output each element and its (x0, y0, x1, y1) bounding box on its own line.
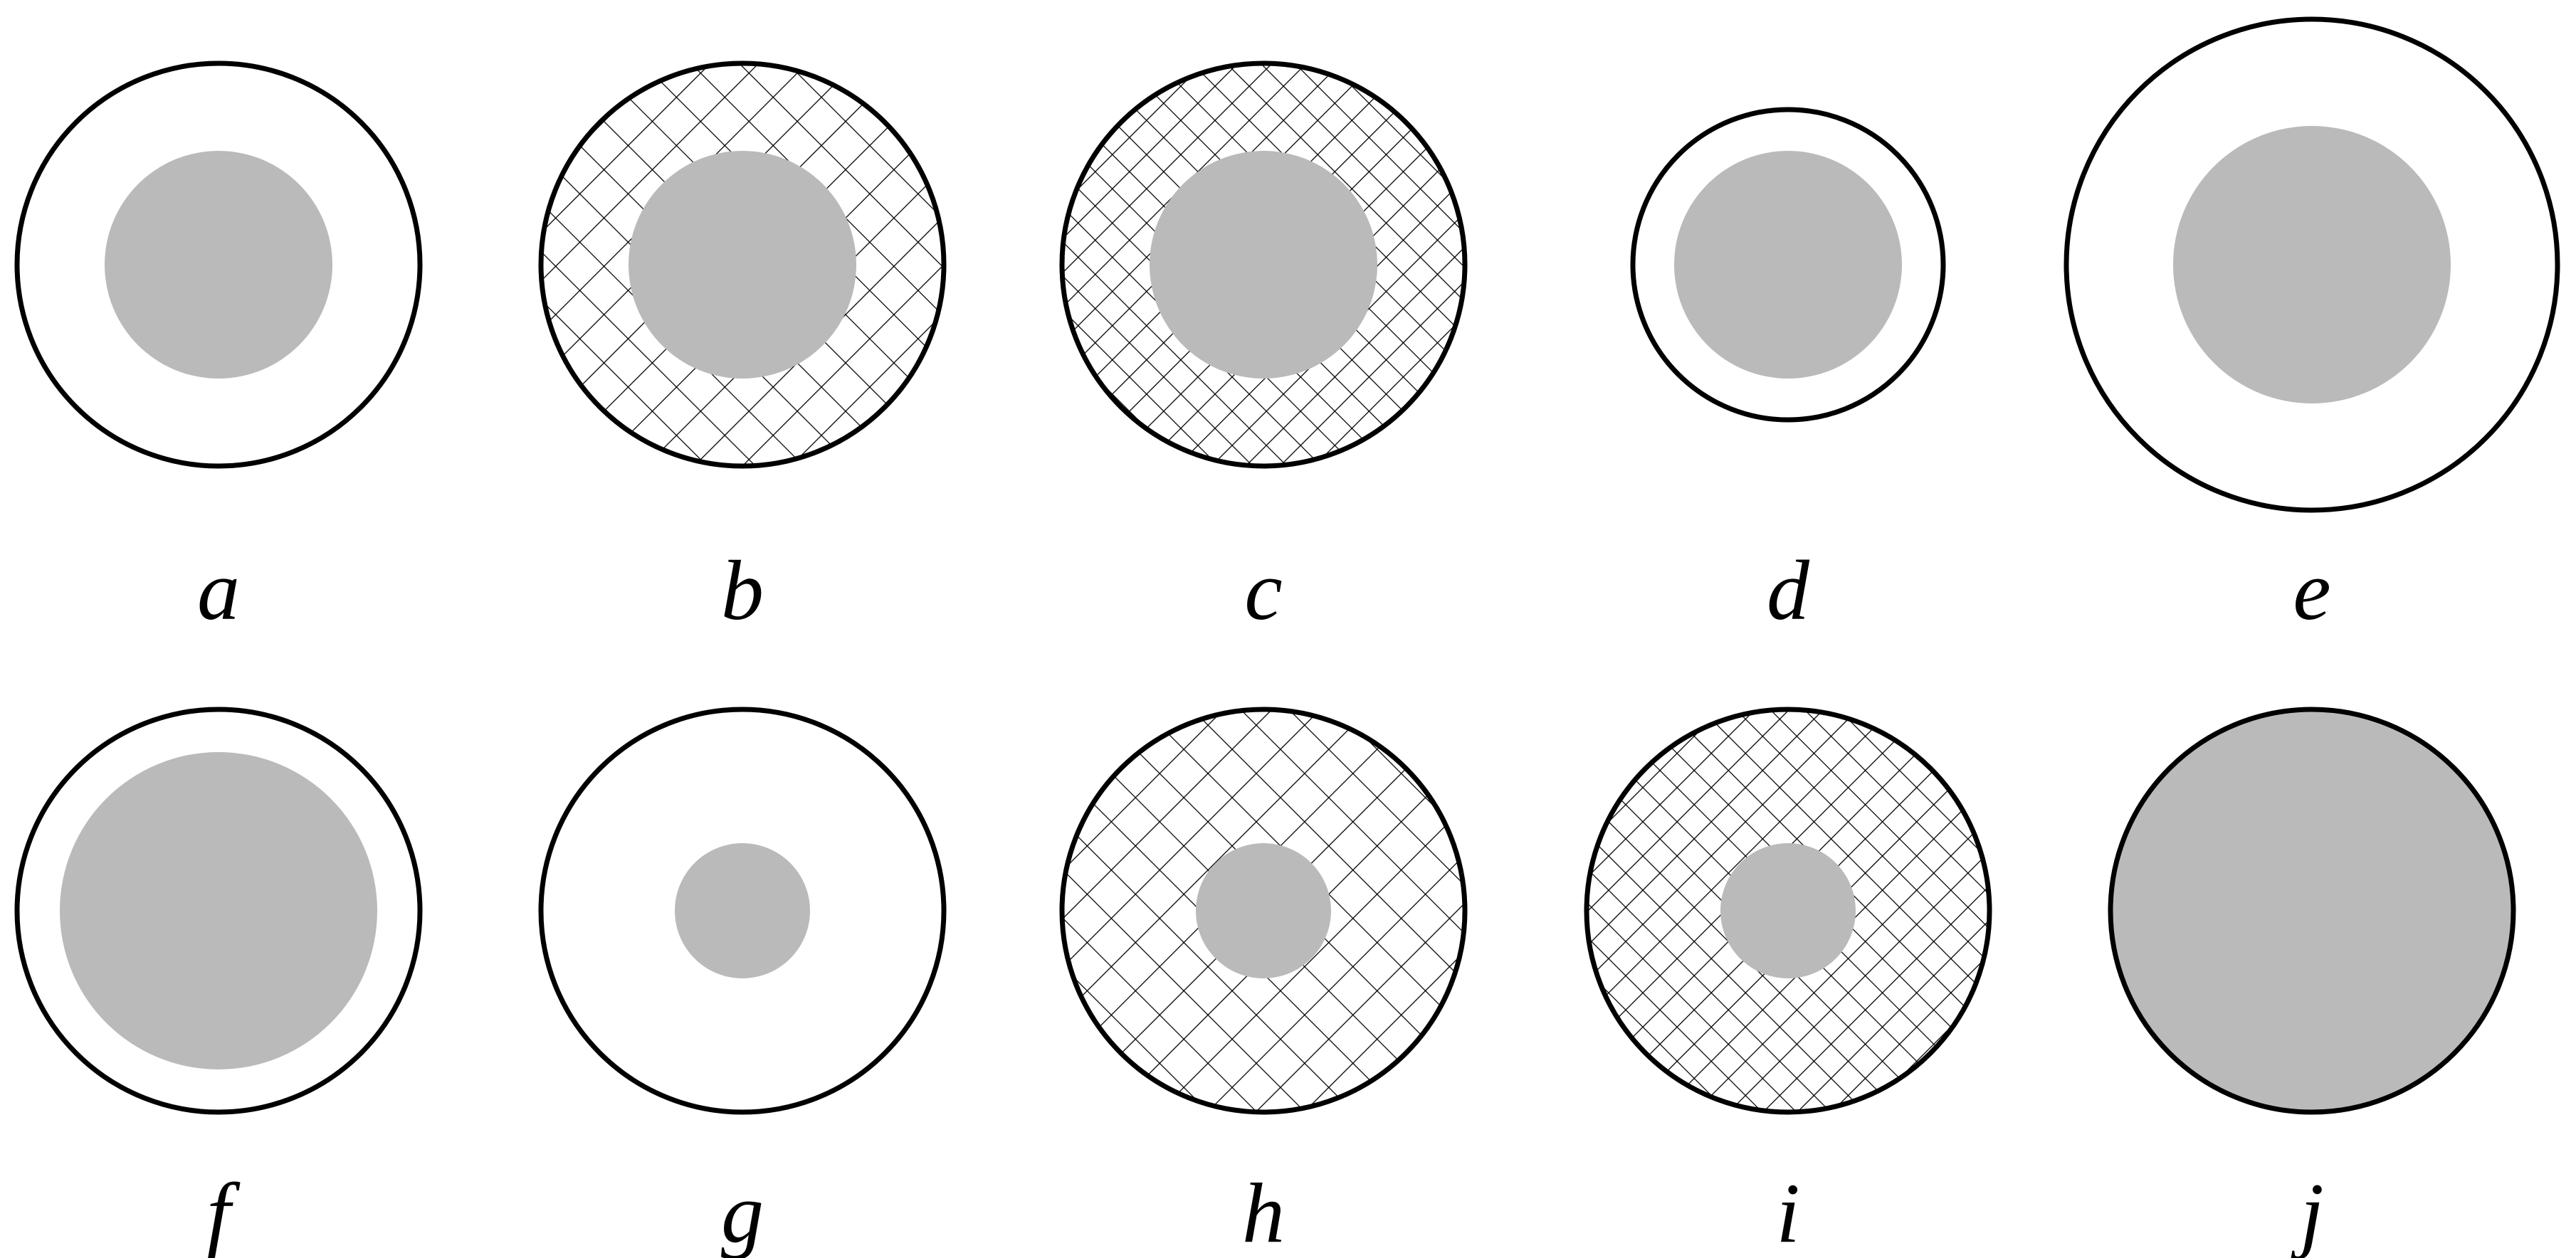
panel-b: b (538, 60, 947, 638)
panel-d: d (1630, 107, 1946, 638)
panel-e-core-disc (2173, 126, 2451, 403)
panel-e: e (2064, 16, 2560, 638)
panel-a-core-disc (105, 151, 332, 379)
panel-a: a (14, 60, 423, 638)
panel-g-core-disc (675, 843, 810, 978)
panel-a-label: a (197, 543, 240, 638)
panel-h-core-disc (1196, 843, 1331, 978)
panel-f: f (14, 707, 423, 1258)
panel-j-outer-circle (2108, 707, 2516, 1115)
panel-d-label: d (1767, 543, 1810, 638)
panel-i: i (1584, 707, 1992, 1258)
panel-f-core-disc (60, 752, 377, 1069)
panel-i-label: i (1776, 1166, 1799, 1258)
panel-d-core-disc (1674, 151, 1902, 379)
panel-e-label: e (2293, 543, 2330, 638)
panel-g-label: g (721, 1166, 764, 1258)
panel-g: g (538, 707, 947, 1258)
panel-c: c (1059, 60, 1468, 638)
panel-c-label: c (1244, 543, 1282, 638)
panel-b-label: b (721, 543, 764, 638)
panel-j-label: j (2291, 1166, 2323, 1258)
panel-b-core-disc (629, 151, 856, 379)
panel-c-core-disc (1150, 151, 1377, 379)
panel-i-core-disc (1720, 843, 1856, 978)
panel-h: h (1059, 707, 1468, 1258)
panel-j: j (2108, 707, 2516, 1258)
panel-h-label: h (1242, 1166, 1285, 1258)
panel-f-label: f (206, 1166, 241, 1258)
